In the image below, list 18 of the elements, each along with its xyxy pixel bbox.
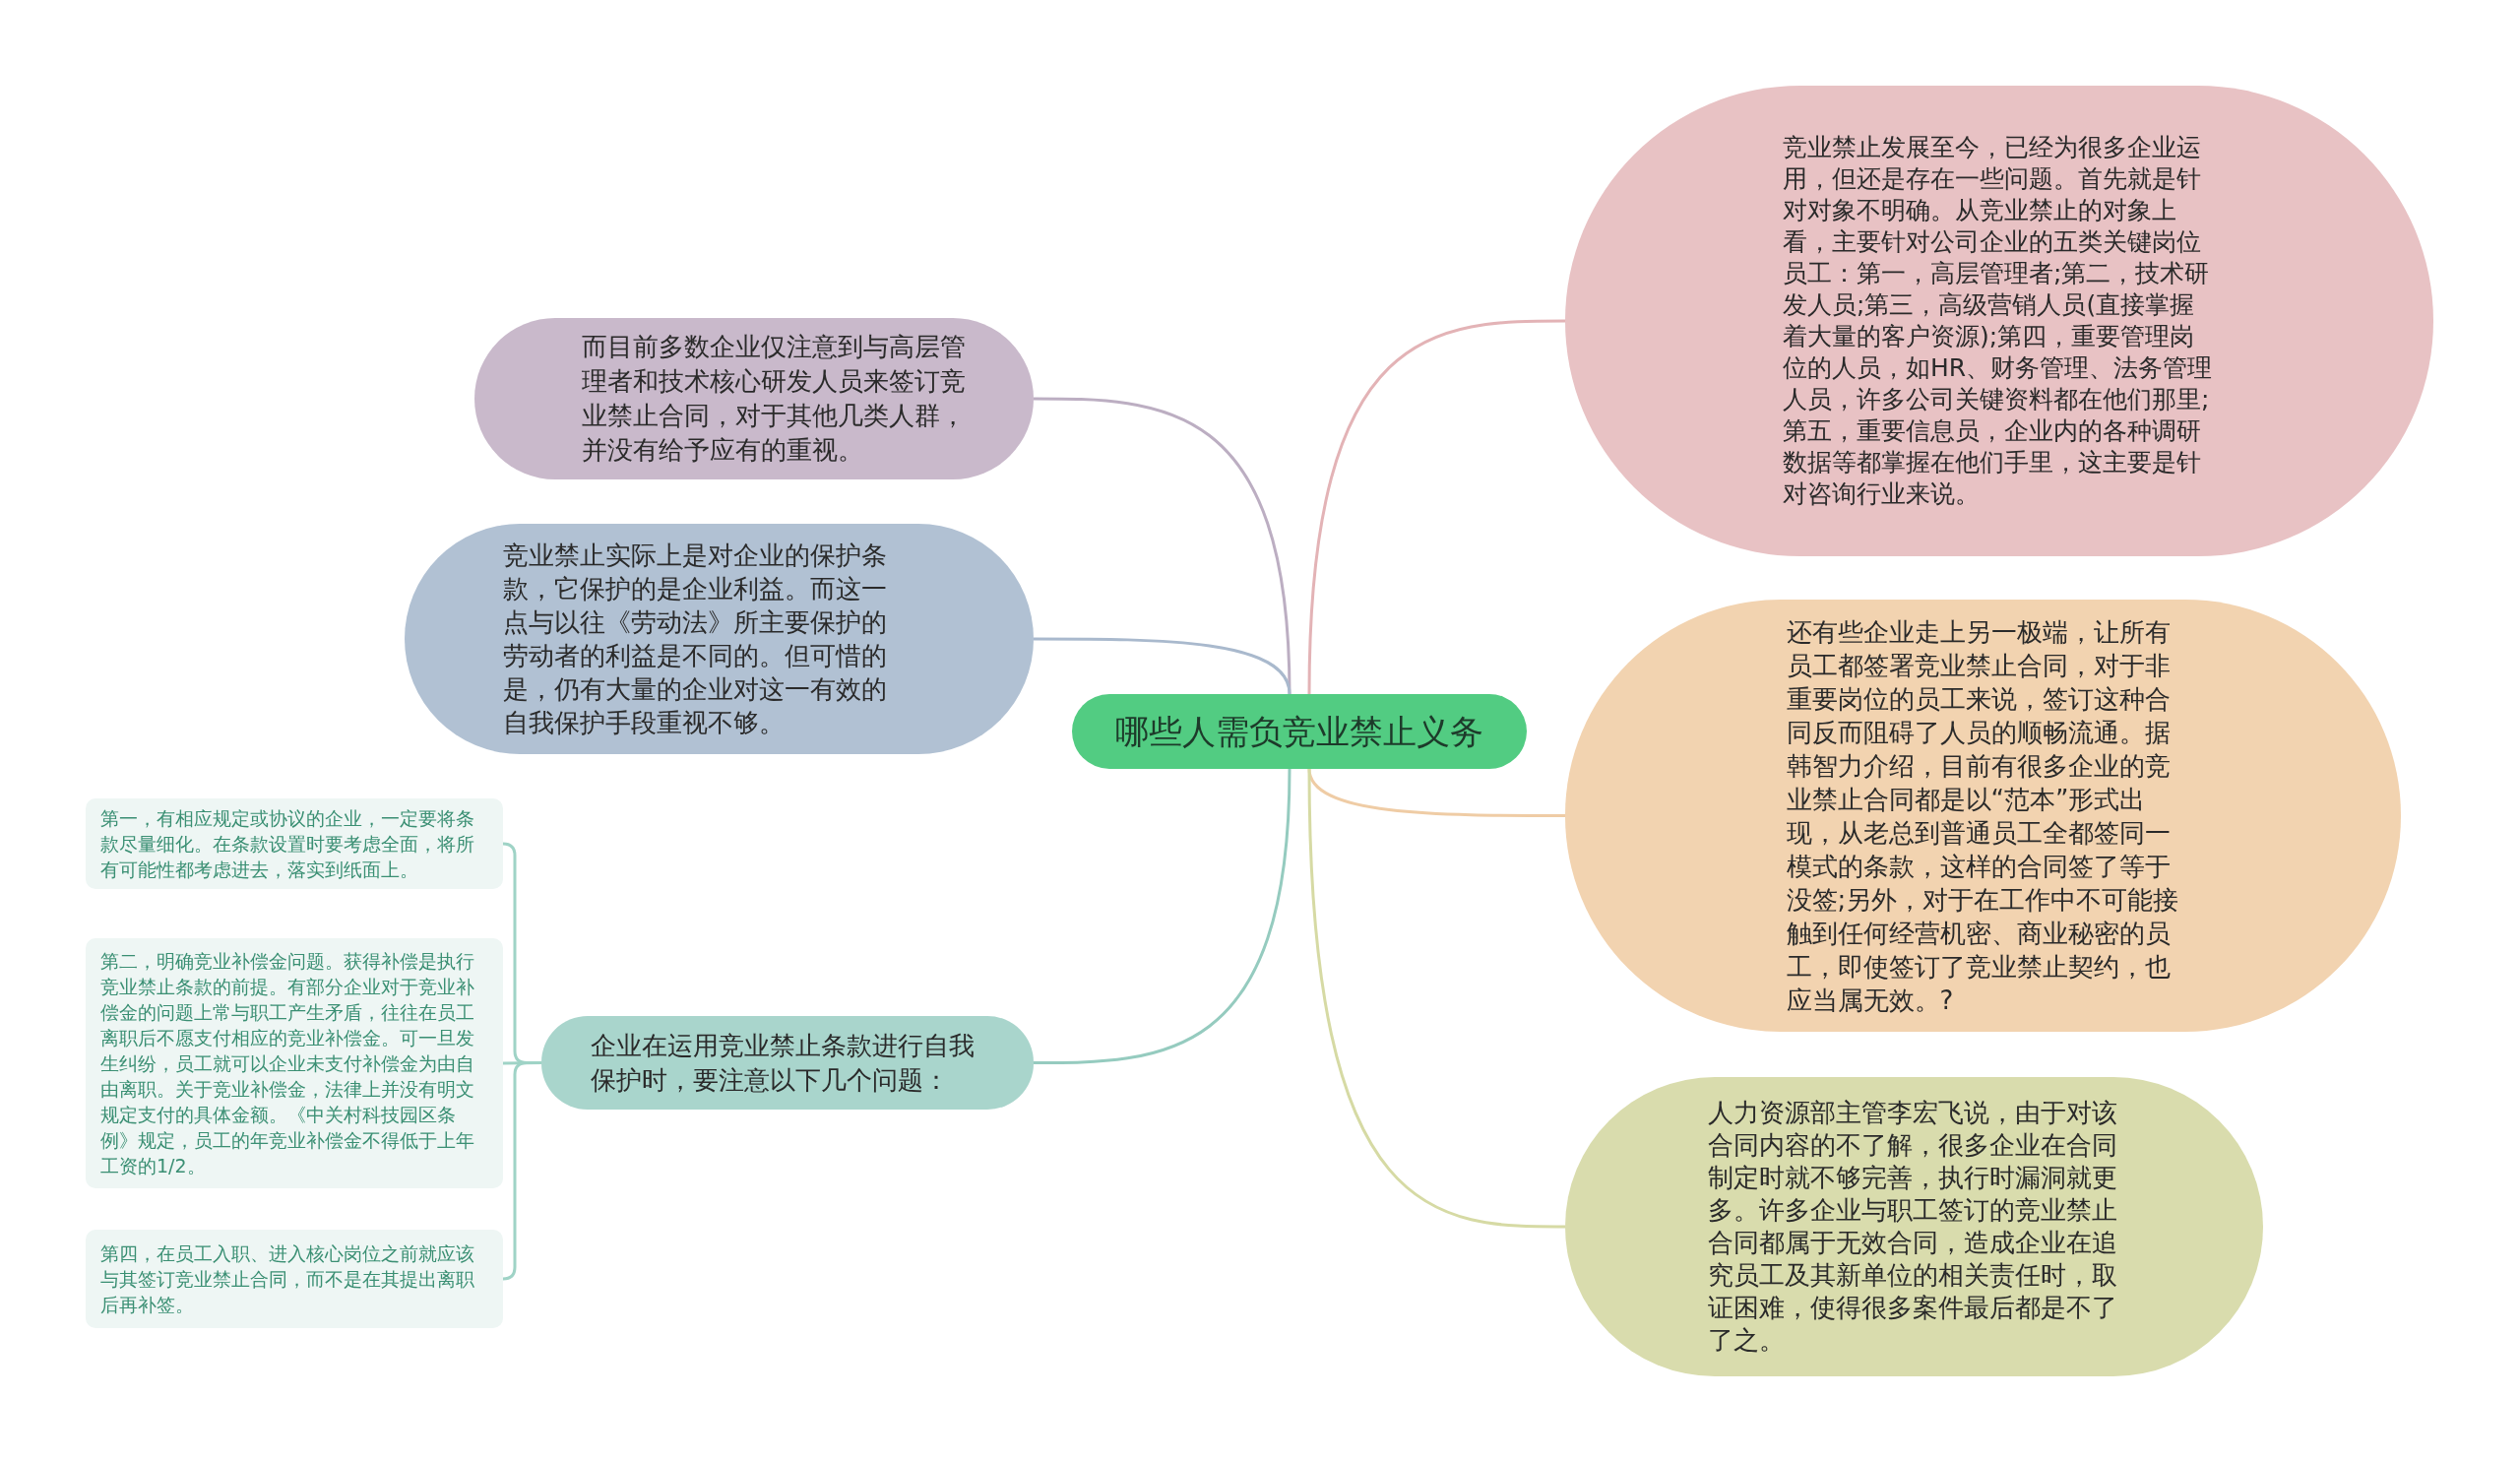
topic-text: 竞业禁止实际上是对企业的保护条款，它保护的是企业利益。而这一点与以往《劳动法》所主要保护的劳动者的利益是不同的。但可惜的是，仍有大量的企业对这一有效的自我保护手段重视不够。 [503,540,888,739]
connector [1307,768,1565,1229]
topic-text: 竞业禁止发展至今，已经为很多企业运用，但还是存在一些问题。首先就是针对对象不明确。从竞业禁止的对象上看，主要针对公司企业的五类关键岗位员工：第一，高层管理者;第二，技术研发人员;第三，高级营销人员(直接掌握着大量的客户资源);第四，重要管理岗位的人员，如HR、财务管理、法务管理人员，许多公司关键资料都在他们那里;第五，重要信息员，企业内的各种调研数据等都掌握在他们手里，这主要是针对咨询行业来说。 [1783,132,2214,510]
note-card [86,938,503,1188]
connector [1034,768,1292,1064]
connector [502,1061,541,1281]
connector [1034,637,1292,695]
topic-text: 第一，有相应规定或协议的企业，一定要将条款尽量细化。在条款设置时要考虑全面，将所有可能性都考虑进去，落实到纸面上。 [100,806,475,882]
note-card [86,798,503,889]
topic-text: 企业在运用竞业禁止条款进行自我保护时，要注意以下几个问题： [591,1029,976,1097]
topic-text: 第四，在员工入职、进入核心岗位之前就应该与其签订竞业禁止合同，而不是在其提出离职后再补签。 [100,1241,475,1317]
topic-text: 人力资源部主管李宏飞说，由于对该合同内容的不了解，很多企业在合同制定时就不够完善，执行时漏洞就更多。许多企业与职工签订的竞业禁止合同都属于无效合同，造成企业在追究员工及其新单位的相关责任时，取证困难，使得很多案件最后都是不了了之。 [1707,1097,2118,1357]
topic-text: 还有些企业走上另一极端，让所有员工都签署竞业禁止合同，对于非重要岗位的员工来说，签订这种合同反而阻碍了人员的顺畅流通。据韩智力介绍，目前有很多企业的竞业禁止合同都是以“范本”形式出现，从老总到普通员工全都签同一模式的条款，这样的合同签了等于没签;另外，对于在工作中不可能接触到任何经营机密、商业秘密的员工，即使签订了竞业禁止契约，也应当属无效。? [1786,615,2180,1017]
topic-text: 而目前多数企业仅注意到与高层管理者和技术核心研发人员来签订竞业禁止合同，对于其他几类人群，并没有给予应有的重视。 [582,331,967,467]
note-card [86,1230,503,1328]
topic-text: 第二，明确竞业补偿金问题。获得补偿是执行竞业禁止条款的前提。有部分企业对于竞业补偿金的问题上常与职工产生矛盾，往往在员工离职后不愿支付相应的竞业补偿金。可一旦发生纠纷，员工就可以企业未支付补偿金为由自由离职。关于竞业补偿金，法律上并没有明文规定支付的具体金额。《中关村科技园区条例》规定，员工的年竞业补偿金不得低于上年工资的1/2。 [100,949,475,1178]
connector [1307,319,1565,695]
topic-title: 哪些人需负竞业禁止义务 [1114,712,1484,751]
